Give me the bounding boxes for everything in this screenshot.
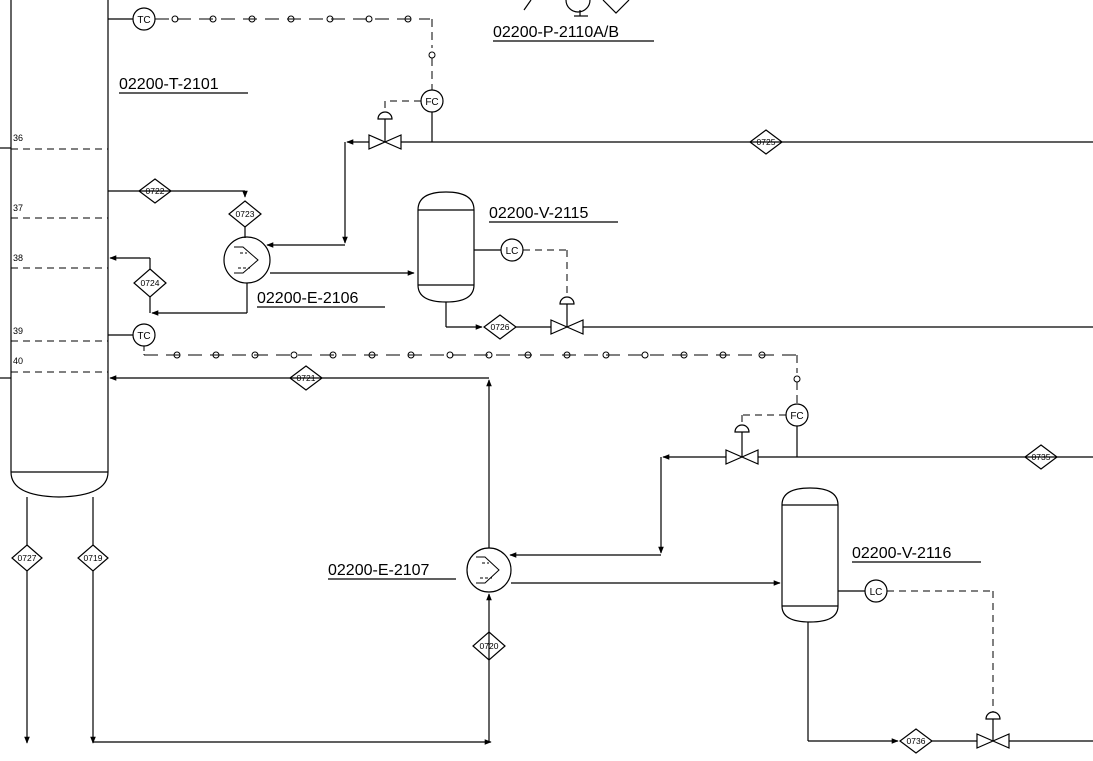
stream-0726: 0726 [491, 322, 510, 332]
stream-0736: 0736 [907, 736, 926, 746]
drum-top-label: 02200-V-2115 [489, 205, 588, 222]
tray-40: 40 [13, 356, 23, 366]
signal-line-tc-fc-top [155, 15, 436, 90]
pump-p-2110[interactable] [523, 0, 630, 17]
control-valve-top[interactable] [368, 134, 402, 150]
lc-top-label: LC [506, 246, 519, 257]
tray-38: 38 [13, 253, 23, 263]
control-valve-bottom[interactable] [725, 449, 759, 465]
tray-lines [11, 148, 108, 373]
tc-mid-label: TC [137, 331, 150, 342]
drum-v-2115[interactable] [417, 191, 475, 303]
tower-t-2101[interactable] [0, 0, 109, 498]
fc-bottom-label: FC [790, 411, 803, 422]
control-valve-lc-top[interactable] [550, 319, 584, 335]
tray-39: 39 [13, 326, 23, 336]
pump-label: 02200-P-2110A/B [493, 24, 619, 41]
lc-bottom-label: LC [870, 587, 883, 598]
tray-37: 37 [13, 203, 23, 213]
stream-0722: 0722 [146, 186, 165, 196]
stream-0727: 0727 [18, 553, 37, 563]
tc-top-label: TC [137, 15, 150, 26]
stream-0721: 0721 [297, 373, 316, 383]
exchanger-e-2107[interactable] [466, 547, 512, 593]
exchanger-bottom-label: 02200-E-2107 [328, 562, 430, 579]
control-valve-lc-bottom[interactable] [976, 733, 1010, 749]
exchanger-top-label: 02200-E-2106 [257, 290, 359, 307]
stream-0725: 0725 [757, 137, 776, 147]
fc-top-label: FC [425, 97, 438, 108]
control-valve-actuator-bottom [734, 424, 750, 433]
control-valve-actuator-top [377, 111, 393, 120]
signal-line-tc-fc-mid [143, 346, 801, 404]
exchanger-e-2106[interactable] [223, 236, 271, 284]
drum-v-2116[interactable] [781, 487, 839, 623]
stream-0723: 0723 [236, 209, 255, 219]
control-valve-actuator-lc-top [559, 296, 575, 305]
drum-bottom-label: 02200-V-2116 [852, 545, 951, 562]
tower-label: 02200-T-2101 [119, 76, 219, 93]
control-valve-actuator-lc-bottom [985, 711, 1001, 720]
stream-0724: 0724 [141, 278, 160, 288]
stream-0735: 0735 [1032, 452, 1051, 462]
stream-0720: 0720 [480, 641, 499, 651]
stream-0719: 0719 [84, 553, 103, 563]
tray-36: 36 [13, 133, 23, 143]
